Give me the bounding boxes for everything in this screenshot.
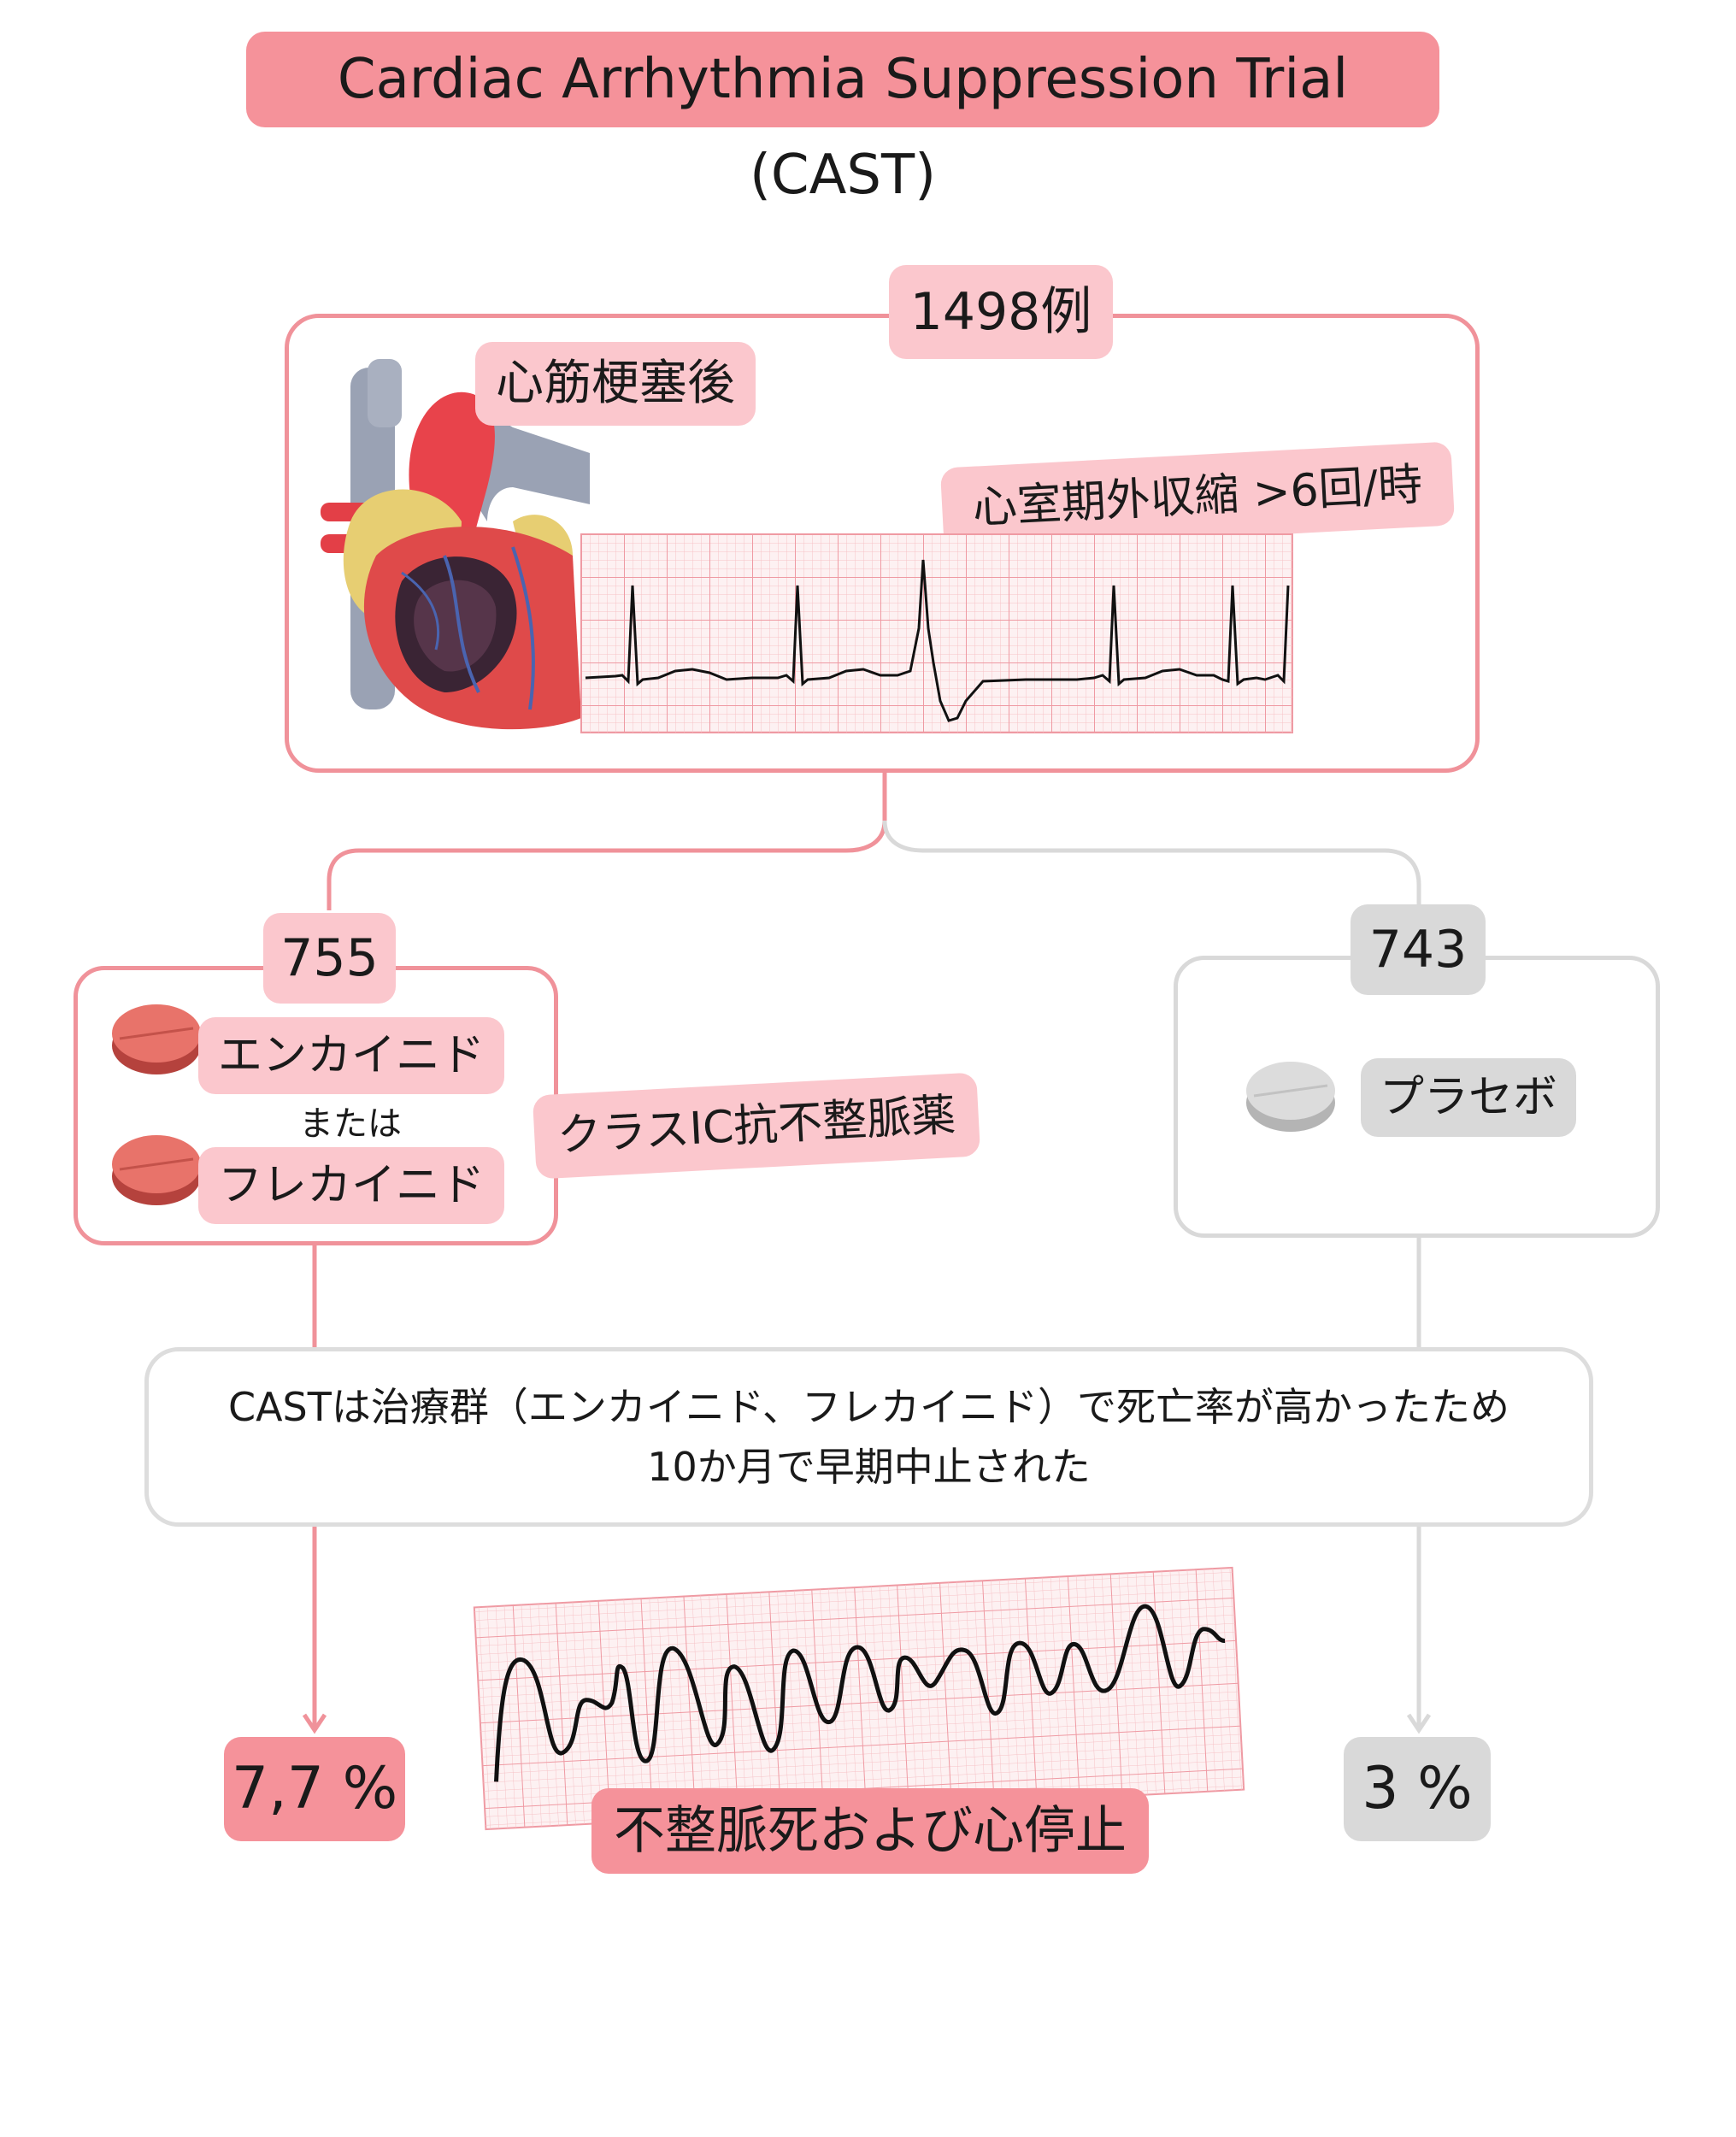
encainide-tag: エンカイニド [198,1017,504,1094]
note-line-1: CASTは治療群（エンカイニド、フレカイニド）で死亡率が高かったため [227,1384,1510,1430]
flecainide-tag: フレカイニド [198,1147,504,1224]
condition-tag: 心筋梗塞後 [475,342,756,426]
placebo-pill-icon [1246,1062,1335,1132]
early-termination-note: CASTは治療群（エンカイニド、フレカイニド）で死亡率が高かったため 10か月で… [144,1347,1593,1527]
pill-icon [112,1135,201,1205]
placebo-result-badge: 3 % [1344,1737,1491,1841]
note-line-2: 10か月で早期中止された [647,1444,1091,1490]
placebo-count-badge: 743 [1351,904,1486,995]
treatment-count-badge: 755 [263,913,396,1004]
treatment-result-badge: 7,7 % [224,1737,405,1841]
page-title: Cardiac Arrhythmia Suppression Trial (CA… [246,32,1439,207]
or-label: または [299,1104,402,1144]
placebo-tag: プラセボ [1361,1058,1576,1137]
total-count-badge: 1498例 [889,265,1113,359]
ecg-strip-fibrillation [473,1566,1245,1831]
heart-illustration [321,359,590,730]
pill-icon [112,1004,201,1074]
outcome-label: 不整脈死および心停止 [591,1788,1149,1874]
ecg-strip-normal [580,533,1293,733]
